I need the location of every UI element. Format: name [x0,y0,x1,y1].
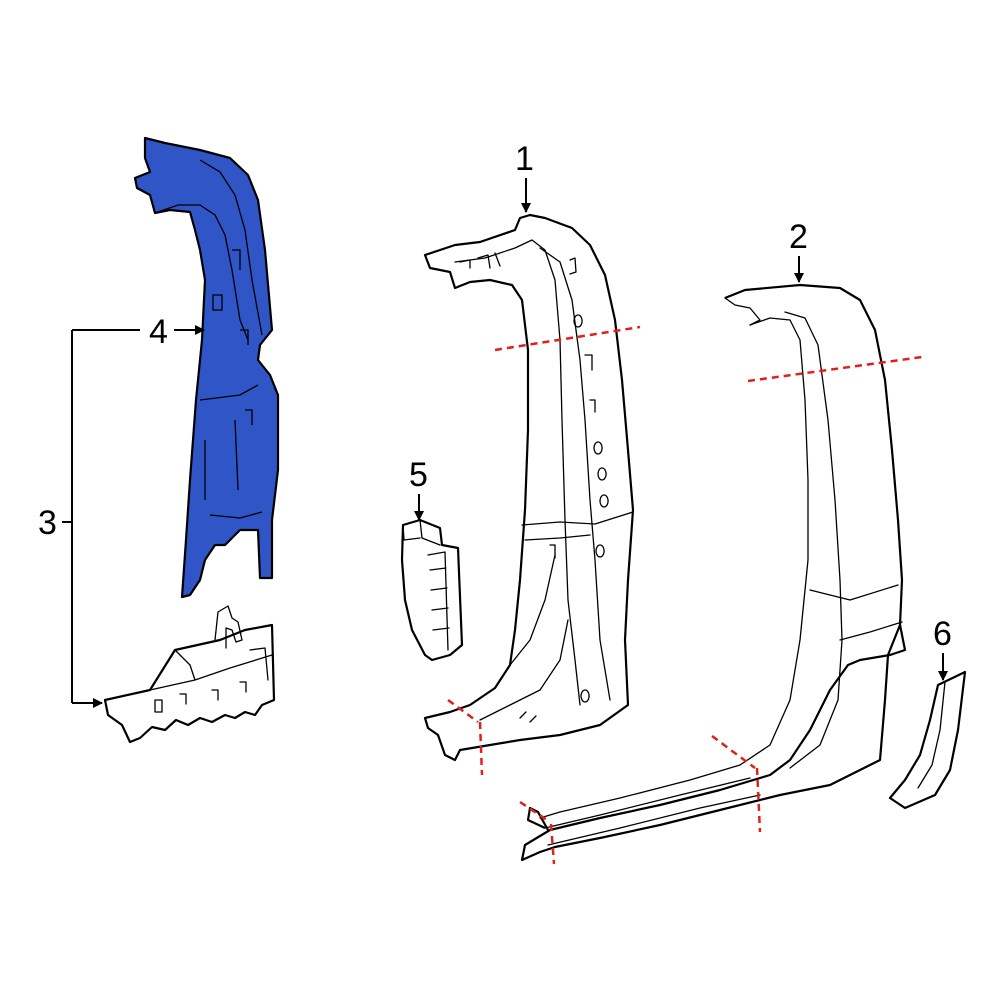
part-3-lower-reinforcement[interactable] [103,605,276,744]
part-5-face [402,519,450,651]
callout-4-label: 4 [149,313,168,351]
cut-line-part-2-mid-b [755,767,762,833]
cut-line-part-2-end-a [519,800,551,824]
part-5-spacer-block[interactable] [400,518,464,662]
cut-line-part-1-bottom-b [478,721,484,776]
cut-line-part-2-top [747,355,923,383]
part-3-body [103,623,276,744]
cut-line-part-2-end-b [549,823,556,865]
callout-5-label: 5 [409,456,428,494]
part-3-upper-flange [149,649,273,691]
part-2-outer-panel[interactable] [520,283,907,862]
cut-line-part-1-top [494,325,641,352]
callout-5[interactable]: 5 [409,456,428,521]
part-4-lower-line [199,384,263,519]
part-2-mid-band [809,584,903,641]
part-4-inner-line [199,159,263,336]
part-4-slots [212,249,253,425]
part-4-flange-line [154,204,249,341]
callout-1[interactable]: 1 [515,140,534,213]
callout-4[interactable]: 4 [149,313,205,351]
part-6-body [888,670,967,810]
part-2-flange [784,311,843,769]
callout-2-label: 2 [789,218,808,256]
cut-line-part-2-mid-a [711,734,756,770]
callout-3-label: 3 [38,504,57,542]
part-6-curved-trim[interactable] [888,670,967,810]
part-2-top-lip [724,297,761,326]
callout-6-label: 6 [933,615,952,653]
cut-line-part-1-bottom-a [447,698,479,724]
part-1-body [423,213,635,762]
part-1-holes [519,257,609,723]
part-2-rocker-lines [544,777,761,846]
part-1-center-pillar[interactable] [423,213,635,762]
part-1-inner-edge [454,239,581,706]
callout-6[interactable]: 6 [933,615,952,681]
callout-3-bracket [62,329,140,703]
part-4-body [133,136,280,599]
cut-lines [447,325,923,865]
part-4-inner-reinforcement[interactable] [133,136,280,599]
part-3-holes [154,647,269,713]
callout-3[interactable]: 3 [38,329,140,703]
callout-1-label: 1 [515,140,534,178]
part-1-top-slots [459,252,501,269]
part-2-inner-edge [539,317,809,819]
part-1-mid-band [521,511,634,541]
part-3-tab [214,605,243,649]
part-6-inner-line [917,681,946,789]
part-1-flange [539,247,611,701]
part-1-lower-curve [479,554,569,721]
callout-2[interactable]: 2 [789,218,808,283]
